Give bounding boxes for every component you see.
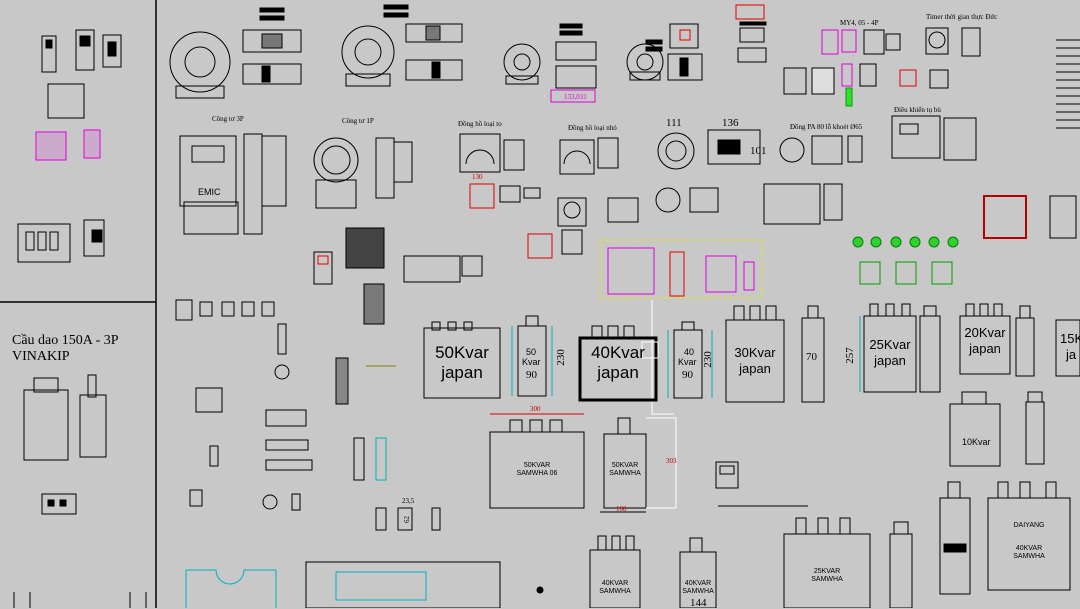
- samwha-40b-line2: SAMWHA: [682, 588, 714, 595]
- cap-40-small-1: 40: [684, 347, 695, 357]
- dim-160: 160: [616, 505, 627, 513]
- gauge-small-label: Đồng hồ loại nhỏ: [568, 124, 617, 132]
- controller-label: Điều khiển tụ bù: [894, 106, 941, 114]
- samwha-25-line1: 25KVAR: [813, 568, 841, 575]
- dim-90b: 90: [682, 369, 693, 381]
- daiyang-line1: DAIYANG: [1013, 522, 1045, 529]
- daiyang-line3: SAMWHA: [1013, 553, 1045, 560]
- cap-20kvar-line2: japan: [969, 341, 1001, 356]
- cap-40kvar-line1: 40Kvar: [591, 343, 645, 362]
- dim-62: 62: [403, 516, 411, 523]
- emic-label: EMIC: [198, 187, 221, 197]
- cap-15kvar-line2: ja: [1066, 347, 1077, 362]
- samwha-50a-line2: SAMWHA 06: [516, 470, 558, 477]
- dim-133: 133,031: [564, 93, 587, 101]
- cap-50-small-1: 50: [526, 347, 537, 357]
- samwha-50b-line2: SAMWHA: [609, 470, 641, 477]
- dim-303: 303: [666, 457, 677, 465]
- cap-20kvar-line1: 20Kvar: [964, 325, 1006, 340]
- meter-3p-label: Công tơ 3P: [212, 115, 244, 123]
- cap-40kvar-line2: japan: [597, 363, 639, 382]
- dim-257: 257: [843, 347, 856, 364]
- dim-23-5: 23,5: [402, 497, 415, 505]
- gauge-large-label: Đồng hồ loại to: [458, 120, 502, 128]
- meter-1p-label: Công tơ 1P: [342, 117, 374, 125]
- breaker-title-line2: VINAKIP: [12, 349, 70, 364]
- samwha-40a-line1: 40KVAR: [601, 580, 629, 587]
- dim-90a: 90: [526, 369, 537, 381]
- dim-130: 130: [472, 173, 483, 181]
- dim-101: 101: [750, 145, 767, 157]
- cap-50kvar-line1: 50Kvar: [435, 343, 489, 362]
- daiyang-line2: 40KVAR: [1015, 545, 1043, 552]
- dim-300: 300: [530, 405, 541, 413]
- cap-25kvar-line1: 25Kvar: [869, 337, 911, 352]
- samwha-40a-line2: SAMWHA: [599, 588, 631, 595]
- dim-136: 136: [722, 117, 739, 129]
- dim-111: 111: [666, 117, 682, 129]
- cap-10kvar-label: 10Kvar: [962, 437, 991, 447]
- dim-230b: 230: [701, 351, 714, 368]
- samwha-50b-line1: 50KVAR: [611, 462, 639, 469]
- timer-label: Timer thời gian thực Đức: [926, 13, 998, 21]
- cap-25kvar-line2: japan: [874, 353, 906, 368]
- cap-15kvar-line1: 15K: [1060, 331, 1080, 346]
- gauge-pa-label: Đồng PA 80 lỗ khoét Ø65: [790, 123, 863, 131]
- samwha-50a-line1: 50KVAR: [523, 462, 551, 469]
- dim-144: 144: [690, 597, 707, 609]
- cap-30kvar-line2: japan: [739, 361, 771, 376]
- cap-30kvar-line1: 30Kvar: [734, 345, 776, 360]
- dim-70: 70: [806, 351, 817, 363]
- breaker-title-line1: Cầu dao 150A - 3P: [12, 333, 119, 348]
- cap-50-small-2: Kvar: [522, 357, 541, 367]
- samwha-40b-line1: 40KVAR: [684, 580, 712, 587]
- dim-230a: 230: [554, 349, 567, 366]
- cap-50kvar-line2: japan: [441, 363, 483, 382]
- samwha-25-line2: SAMWHA: [811, 576, 843, 583]
- cap-40-small-2: Kvar: [678, 357, 697, 367]
- relay-my4-label: MY4, 05 - 4P: [840, 19, 879, 27]
